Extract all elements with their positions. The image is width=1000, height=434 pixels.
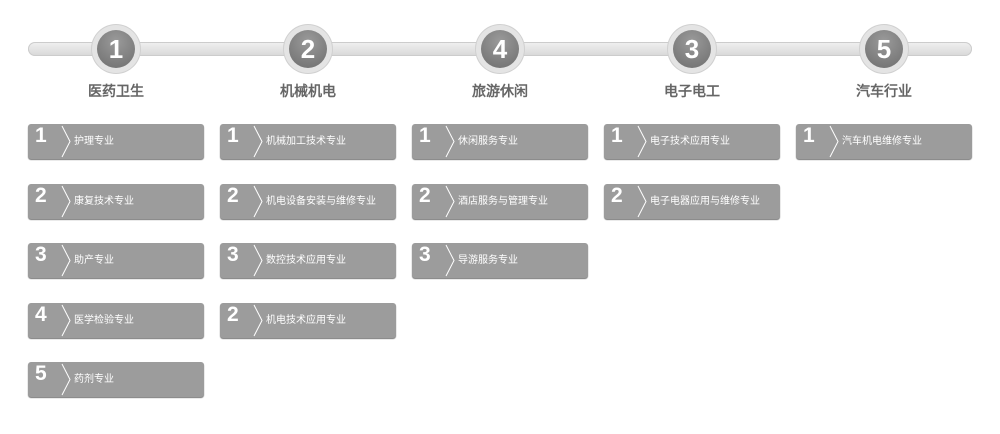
chevron-right-icon xyxy=(61,125,71,158)
chevron-right-icon xyxy=(253,244,263,277)
item-number: 5 xyxy=(35,362,47,385)
chevron-right-icon xyxy=(253,304,263,337)
item-number: 3 xyxy=(227,243,239,266)
category-number-badge: 5 xyxy=(860,25,908,73)
major-item[interactable]: 5 药剂专业 xyxy=(28,362,204,397)
chevron-right-icon xyxy=(445,244,455,277)
item-label: 酒店服务与管理专业 xyxy=(458,196,548,207)
item-number: 4 xyxy=(35,303,47,326)
major-item[interactable]: 2 电子电器应用与维修专业 xyxy=(604,184,780,219)
chevron-right-icon xyxy=(61,363,71,396)
chevron-right-icon xyxy=(445,125,455,158)
category-number-badge: 1 xyxy=(92,25,140,73)
major-item[interactable]: 1 护理专业 xyxy=(28,124,204,159)
category-number: 5 xyxy=(865,30,903,68)
item-label: 数控技术应用专业 xyxy=(266,255,346,266)
category-number-badge: 3 xyxy=(668,25,716,73)
category-title: 旅游休闲 xyxy=(472,84,528,100)
major-item[interactable]: 4 医学检验专业 xyxy=(28,303,204,338)
chevron-right-icon xyxy=(61,244,71,277)
category-number: 4 xyxy=(481,30,519,68)
item-label: 电子技术应用专业 xyxy=(650,136,730,147)
major-item[interactable]: 3 导游服务专业 xyxy=(412,243,588,278)
item-number: 1 xyxy=(803,124,815,147)
item-number: 1 xyxy=(419,124,431,147)
chevron-right-icon xyxy=(637,125,647,158)
item-number: 1 xyxy=(611,124,623,147)
category-number: 2 xyxy=(289,30,327,68)
chevron-right-icon xyxy=(61,304,71,337)
category-number: 1 xyxy=(97,30,135,68)
item-label: 汽车机电维修专业 xyxy=(842,136,922,147)
chevron-right-icon xyxy=(253,125,263,158)
chevron-right-icon xyxy=(445,185,455,218)
item-label: 导游服务专业 xyxy=(458,255,518,266)
item-number: 2 xyxy=(227,303,239,326)
major-item[interactable]: 3 助产专业 xyxy=(28,243,204,278)
item-label: 医学检验专业 xyxy=(74,315,134,326)
chevron-right-icon xyxy=(637,185,647,218)
category-title: 汽车行业 xyxy=(856,84,912,100)
major-item[interactable]: 2 机电技术应用专业 xyxy=(220,303,396,338)
item-number: 1 xyxy=(227,124,239,147)
category-number-badge: 2 xyxy=(284,25,332,73)
major-item[interactable]: 1 电子技术应用专业 xyxy=(604,124,780,159)
major-item[interactable]: 2 康复技术专业 xyxy=(28,184,204,219)
category-number-badge: 4 xyxy=(476,25,524,73)
item-label: 助产专业 xyxy=(74,255,114,266)
item-label: 机械加工技术专业 xyxy=(266,136,346,147)
item-label: 护理专业 xyxy=(74,136,114,147)
item-label: 电子电器应用与维修专业 xyxy=(650,196,760,207)
major-item[interactable]: 2 酒店服务与管理专业 xyxy=(412,184,588,219)
major-item[interactable]: 3 数控技术应用专业 xyxy=(220,243,396,278)
item-number: 3 xyxy=(35,243,47,266)
item-number: 2 xyxy=(611,184,623,207)
item-number: 2 xyxy=(419,184,431,207)
category-title: 机械机电 xyxy=(280,84,336,100)
chevron-right-icon xyxy=(829,125,839,158)
item-label: 机电技术应用专业 xyxy=(266,315,346,326)
item-label: 康复技术专业 xyxy=(74,196,134,207)
item-number: 1 xyxy=(35,124,47,147)
major-item[interactable]: 1 休闲服务专业 xyxy=(412,124,588,159)
major-item[interactable]: 1 机械加工技术专业 xyxy=(220,124,396,159)
chevron-right-icon xyxy=(61,185,71,218)
category-title: 电子电工 xyxy=(664,84,720,100)
item-label: 休闲服务专业 xyxy=(458,136,518,147)
item-number: 2 xyxy=(227,184,239,207)
major-item[interactable]: 1 汽车机电维修专业 xyxy=(796,124,972,159)
item-label: 药剂专业 xyxy=(74,374,114,385)
item-label: 机电设备安装与维修专业 xyxy=(266,196,376,207)
major-item[interactable]: 2 机电设备安装与维修专业 xyxy=(220,184,396,219)
category-title: 医药卫生 xyxy=(88,84,144,100)
category-number: 3 xyxy=(673,30,711,68)
item-number: 3 xyxy=(419,243,431,266)
chevron-right-icon xyxy=(253,185,263,218)
item-number: 2 xyxy=(35,184,47,207)
